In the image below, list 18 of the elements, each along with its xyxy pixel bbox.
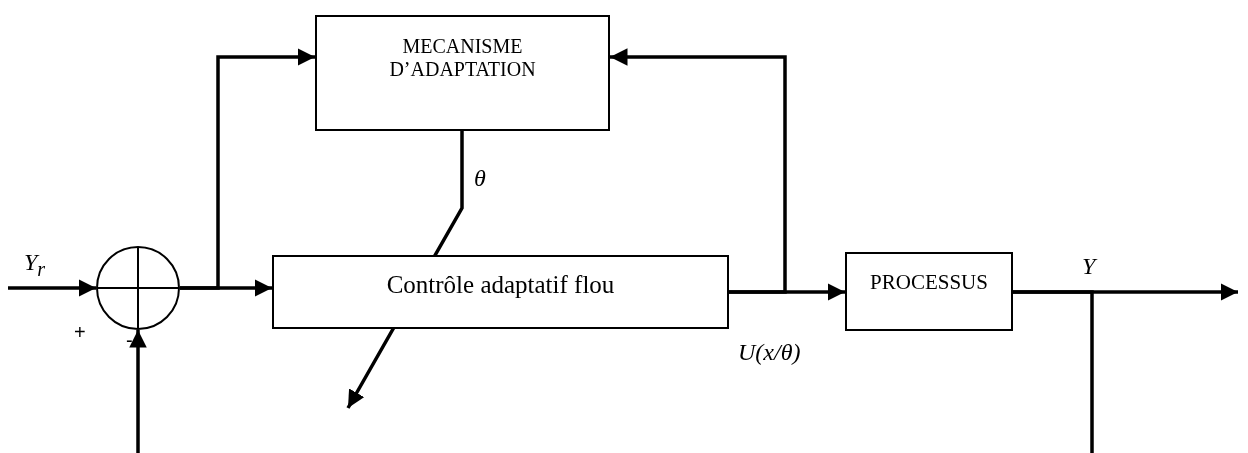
process-box xyxy=(845,252,1013,331)
sign-label: - xyxy=(126,330,133,350)
arrow xyxy=(129,330,147,453)
process-box xyxy=(272,255,729,329)
process-box xyxy=(315,15,610,131)
block-label: MECANISME D’ADAPTATION xyxy=(388,35,537,81)
signal-label: θ xyxy=(474,166,486,190)
arrow xyxy=(180,48,315,290)
arrow xyxy=(610,48,787,294)
connector-line xyxy=(1013,290,1094,453)
sign-label: + xyxy=(74,322,86,342)
signal-label: Y xyxy=(1082,254,1096,278)
summing-junction xyxy=(96,246,180,330)
signal-label: U(x/θ) xyxy=(738,340,801,364)
block-label: PROCESSUS xyxy=(870,270,988,295)
signal-label: Y$_{r}$ xyxy=(24,250,46,279)
block-label: Contrôle adaptatif flou xyxy=(386,271,615,299)
arrow xyxy=(8,279,96,297)
